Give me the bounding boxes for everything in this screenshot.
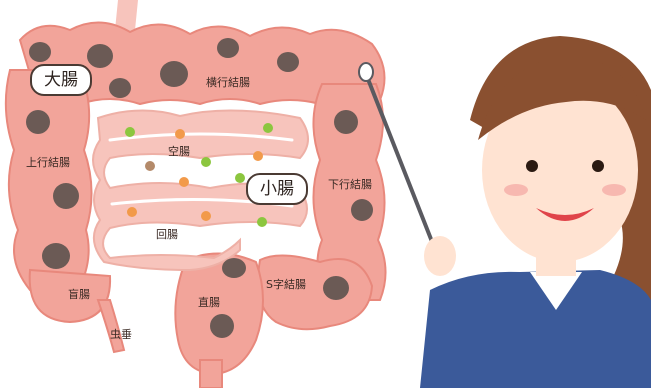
sigmoid-colon-label: S字結腸 [266,279,306,290]
teacher-illustration [420,36,651,388]
small-intestine-label: 小腸 [246,173,308,205]
transverse-colon-label: 横行結腸 [206,77,250,88]
descending-colon-label: 下行結腸 [328,179,372,190]
large-intestine-label: 大腸 [30,64,92,96]
cecum-label: 盲腸 [68,289,90,300]
rectum-label: 直腸 [198,297,220,308]
jejunum-label: 空腸 [168,146,190,157]
appendix-label: 虫垂 [110,329,132,340]
ascending-colon-label: 上行結腸 [26,157,70,168]
ileum-label: 回腸 [156,229,178,240]
